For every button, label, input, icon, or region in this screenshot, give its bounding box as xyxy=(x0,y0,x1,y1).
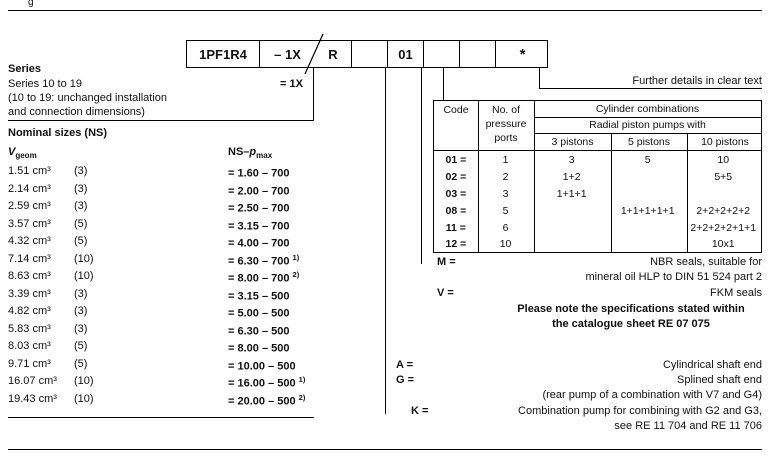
table-vline xyxy=(687,133,688,252)
shaft-k-text: Combination pump for combining with G2 a… xyxy=(518,405,762,417)
ordering-code-strip: 1PF1R4 – 1X R 01 * xyxy=(186,40,548,68)
nominal-row: 1.51 cm³(3)= 1.60 – 700 xyxy=(8,165,290,180)
nominal-row: 8.63 cm³(10)= 8.00 – 700 2) xyxy=(8,270,300,285)
table-hline xyxy=(534,117,761,118)
shaft-g-text: Splined shaft end xyxy=(676,374,762,386)
connector-shaft-vline xyxy=(385,68,386,414)
table-vline xyxy=(611,133,612,252)
top-rule xyxy=(8,10,762,11)
connector-details-vline xyxy=(539,68,540,89)
nominal-row: 2.59 cm³(3)= 2.50 – 700 xyxy=(8,200,290,215)
series-range: Series 10 to 19 xyxy=(8,78,82,90)
nominal-row: 5.83 cm³(3)= 6.30 – 500 xyxy=(8,323,290,338)
code-cell-shaft xyxy=(351,41,387,67)
nominal-col2-header: NS–pmax xyxy=(228,146,273,161)
nominal-row: 7.14 cm³(10)= 6.30 – 700 1) xyxy=(8,253,300,268)
series-value: = 1X xyxy=(280,78,303,90)
nominal-row: 19.43 cm³(10)= 20.00 – 500 2) xyxy=(8,393,306,408)
table-vline xyxy=(534,101,535,252)
table-header-ports2: pressure xyxy=(485,118,527,130)
seal-v-text: FKM seals xyxy=(710,287,762,299)
nominal-row: 4.32 cm³(5)= 4.00 – 700 xyxy=(8,235,290,250)
nominal-col1-header: Vgeom xyxy=(8,146,37,161)
code-cell-star: * xyxy=(495,41,549,67)
connector-series-hline xyxy=(8,120,314,121)
table-header-ports1: No. of xyxy=(491,104,520,116)
code-cell-rotation: R xyxy=(328,46,338,62)
nominal-title: Nominal sizes (NS) xyxy=(8,127,108,139)
table-header-10pistons: 10 pistons xyxy=(701,136,749,148)
nominal-bottom-rule xyxy=(8,417,314,418)
connector-details-hline xyxy=(539,88,762,89)
shaft-g-note: (rear pump of a combination with V7 and … xyxy=(542,389,762,401)
table-header-cylinder: Cylinder combinations xyxy=(595,103,700,115)
series-note-1: (10 to 19: unchanged installation xyxy=(8,92,168,104)
bottom-rule xyxy=(8,449,762,450)
code-cell-type: 1PF1R4 xyxy=(199,46,247,62)
ports-table: Code No. of pressure ports Cylinder comb… xyxy=(433,100,762,253)
table-header-ports3: ports xyxy=(494,132,518,144)
nominal-row: 8.03 cm³(5)= 8.00 – 500 xyxy=(8,340,290,355)
connector-series-vline xyxy=(313,68,314,121)
shaft-code-k: K = xyxy=(411,405,429,417)
connector-seals-vline xyxy=(421,68,422,264)
catalogue-note: Please note the specifications stated wi… xyxy=(500,302,762,332)
shaft-code-a: A = xyxy=(396,359,414,371)
catalogue-note-line-2: the catalogue sheet RE 07 075 xyxy=(552,318,710,330)
code-cell-ports: 01 xyxy=(387,41,423,67)
connector-table-vline xyxy=(443,68,444,100)
slash-separator-icon xyxy=(304,33,324,75)
nominal-row: 3.39 cm³(3)= 3.15 – 500 xyxy=(8,288,290,303)
page-header-fragment: g xyxy=(28,0,34,8)
seal-code-m: M = xyxy=(437,256,456,268)
table-vline xyxy=(478,101,479,252)
nominal-row: 2.14 cm³(3)= 2.00 – 700 xyxy=(8,183,290,198)
nominal-row: 3.57 cm³(5)= 3.15 – 700 xyxy=(8,218,290,233)
shaft-code-g: G = xyxy=(396,374,415,386)
further-details-label: Further details in clear text xyxy=(632,75,762,87)
table-header-5pistons: 5 pistons xyxy=(627,136,671,148)
nominal-row: 4.82 cm³(3)= 5.00 – 500 xyxy=(8,305,290,320)
nominal-row: 9.71 cm³(5)= 10.00 – 500 xyxy=(8,358,296,373)
code-cell-blank xyxy=(459,41,495,67)
code-cell-series: – 1X xyxy=(259,41,315,67)
table-hline xyxy=(534,133,761,134)
code-cell-seal xyxy=(423,41,459,67)
shaft-k-note: see RE 11 704 and RE 11 706 xyxy=(614,420,762,432)
catalogue-note-line-1: Please note the specifications stated wi… xyxy=(517,303,745,315)
table-header-radial: Radial piston pumps with xyxy=(589,119,706,131)
seal-code-v: V = xyxy=(437,287,454,299)
nominal-row: 16.07 cm³(10)= 16.00 – 500 1) xyxy=(8,375,306,390)
series-note-2: and connection dimensions) xyxy=(8,106,145,118)
seal-m-text-2: mineral oil HLP to DIN 51 524 part 2 xyxy=(585,271,763,283)
seal-m-text-1: NBR seals, suitable for xyxy=(650,256,762,268)
table-hline xyxy=(434,150,761,151)
table-header-code: Code xyxy=(443,104,469,116)
series-title: Series xyxy=(8,63,42,75)
table-header-3pistons: 3 pistons xyxy=(551,136,594,148)
shaft-a-text: Cylindrical shaft end xyxy=(662,359,762,371)
